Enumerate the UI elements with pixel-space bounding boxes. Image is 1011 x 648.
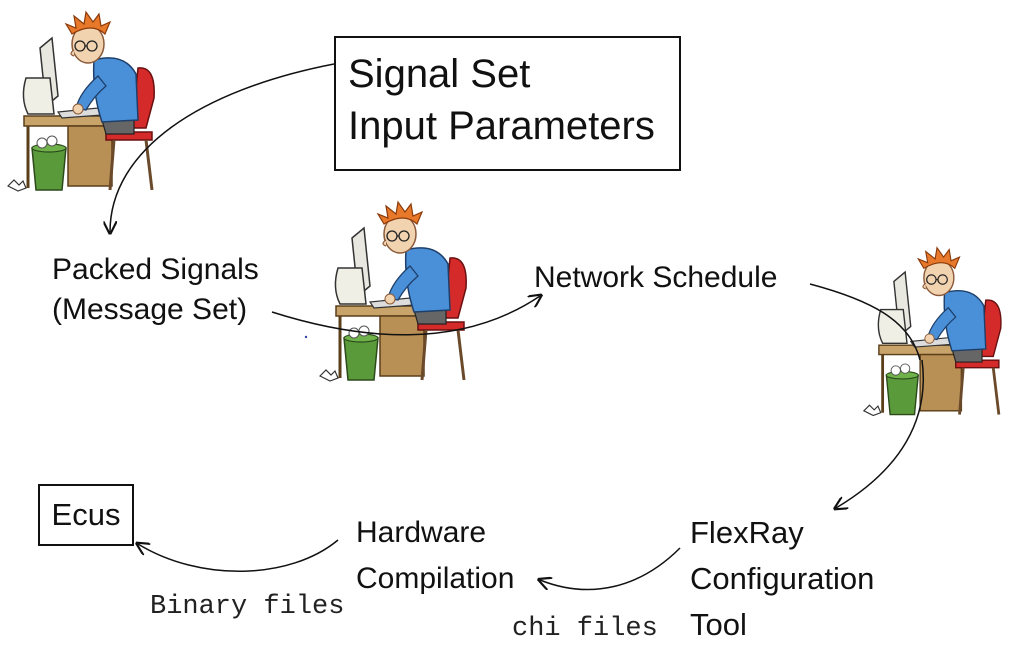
packed-signals-label: Packed Signals (Message Set) [52, 250, 259, 330]
flexray-line3: Tool [690, 607, 747, 642]
arrow-programmer3-to-flexray [836, 359, 924, 508]
packed-signals-line2: (Message Set) [52, 293, 248, 326]
packed-signals-line1: Packed Signals [52, 253, 259, 286]
arrow-flexray-to-hardware [540, 547, 681, 590]
arrow-packed-to-network [271, 296, 540, 336]
ecus-label: Ecus [51, 497, 121, 532]
arrow-hardware-to-ecus [138, 539, 339, 572]
chi-files-label: chi files [512, 614, 658, 644]
binary-files-label: Binary files [150, 592, 345, 622]
flexray-line2: Configuration [690, 561, 875, 596]
hardware-compilation-label: Hardware Compilation [356, 510, 514, 602]
network-schedule-label: Network Schedule [534, 261, 778, 294]
arrow-signal-to-packed [110, 63, 335, 232]
arrow-network-to-programmer3 [809, 283, 921, 361]
stray-dot [304, 335, 308, 339]
hardware-line1: Hardware [356, 516, 487, 549]
signal-set-box: Signal Set Input Parameters [334, 36, 681, 171]
flexray-tool-label: FlexRay Configuration Tool [690, 510, 874, 648]
ecus-box: Ecus [38, 484, 134, 546]
signal-set-line1: Signal Set [348, 52, 531, 96]
flexray-line1: FlexRay [690, 515, 804, 550]
signal-set-line2: Input Parameters [348, 104, 655, 148]
hardware-line2: Compilation [356, 562, 515, 595]
